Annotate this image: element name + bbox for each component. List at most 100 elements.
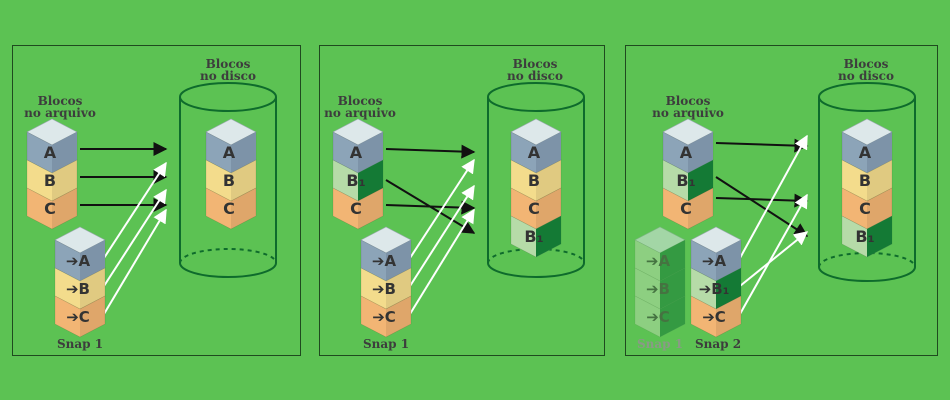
panel-2-snap1-stack-block-1-label: ➔B [372,280,396,298]
panel-2-file-stack-block-2-label: C [350,199,362,218]
panel-3-snap2-stack-block-0-side [716,240,741,281]
panel-1-snap1-stack-block-0-label: ➔A [66,252,91,270]
panel-2-snap1-label: Snap 1 [363,337,409,351]
panel-2-file-stack-block-2-face [332,187,384,230]
panel-1-snap-arrow-c [103,208,167,315]
panel-1-disk-stack-block-1-label: B [223,171,235,190]
panel-1-disk-stack-block-0-side [231,132,256,173]
panel-3-disk-bottom-front [818,266,916,282]
panel-2-file-stack: A B₁ C [332,118,384,230]
panel-2-file-stack-block-2-side [358,188,383,229]
panel-3-snap2-stack-block-2-side [716,296,741,337]
panel-3-file-stack-block-2-side [688,188,713,229]
panel-2-disk-stack-block-0-side [536,132,561,173]
panel-3-snap1-stack-block-2-label: ➔C [646,308,670,326]
panel-3-file-label-line2: no arquivo [652,106,724,120]
panel-3-snap2-stack-block-2-face [690,295,742,338]
panel-1-disk-stack-block-2-label: C [223,199,235,218]
panel-2-file-label-line2: no arquivo [324,106,396,120]
panel-2-file-label-line1: Blocos [338,94,383,108]
panel-2-disk-stack-block-2-label: C [528,199,540,218]
panel-3-arrow-c [715,193,809,208]
panel-3-arrow-b1 [715,176,809,237]
panel-3-snap2-stack-block-2-label: ➔C [702,308,726,326]
panel-2-disk-top-rim [487,82,585,112]
panel-2-file-stack-block-0-label: A [350,143,363,162]
panel-1-disk [179,82,277,278]
panel-2-snap1-stack-block-0-label: ➔A [372,252,397,270]
panel-2-snap1-stack-block-0-side [386,240,411,281]
panel-1-disk-stack-block-2-side [231,188,256,229]
panel-1-snap-arrow-a [103,161,167,259]
panel-2-file-stack-block-1-side [358,160,383,201]
panel-1-snap1-stack-block-1-label: ➔B [66,280,90,298]
panel-3-snap1-stack-block-2-side [660,296,685,337]
panel-2-disk [487,82,585,278]
panel-2-snap1-stack-block-2-face [360,295,412,338]
panel-2-disk-stack: ABC B₁ [510,118,562,258]
panel-1-file-stack-block-2-face [26,187,78,230]
panel-1-file-stack-block-1-label: B [44,171,56,190]
panel-3-snap1-label: Snap 1 [637,337,683,351]
panel-1-file-label-line2: no arquivo [24,106,96,120]
panel-1-snap1-label: Snap 1 [57,337,103,351]
panel-1-disk-top-rim [179,82,277,112]
panel-2-disk-stack-block-3-side [536,216,561,257]
panel-3-snap2-label: Snap 2 [695,337,741,351]
panel-3-disk-stack-block-2-label: C [859,199,871,218]
panel-3-disk-stack-block-0-label: A [859,143,872,162]
panel-2-disk-stack-block-1-side [536,160,561,201]
panel-3-disk-stack-block-1-label: B [859,171,871,190]
panel-1-disk-label-line1: Blocos [206,57,251,71]
panel-2-disk-stack-block-0-label: A [528,143,541,162]
panel-1-snap1-stack-block-2-label: ➔C [66,308,90,326]
panel-3-file-stack-block-0-side [688,132,713,173]
panel-3-disk-stack: ABC B₁ [841,118,893,258]
panel-1-snap1-stack: ➔A ➔B ➔C [54,226,106,338]
panel-3-file-stack-block-1-label: B₁ [676,171,695,190]
panel-3-disk-stack-block-3-side [867,216,892,257]
panel-3-snap1-stack: ➔A➔B➔C [634,226,686,338]
panel-1-snap-arrow-b [103,188,167,287]
panel-2-snap1-stack-block-2-side [386,296,411,337]
panel-3-snap-arrow-c [739,193,808,315]
panel-1-snap1-stack-block-2-side [80,296,105,337]
panel-1-file-label-line1: Blocos [38,94,83,108]
panel-3-snap2-stack-block-1-side [716,268,741,309]
panel-2-disk-bottom-back [487,248,585,264]
panel-1-disk-stack-block-2-face [205,187,257,230]
panel-2-disk-stack-block-1-label: B [528,171,540,190]
panel-3-disk-stack-block-2-side [867,188,892,229]
panel-1-disk-bottom-back [179,248,277,264]
panel-3-disk-stack-block-0-side [867,132,892,173]
panel-3-snap1-stack-block-1-label: ➔B [646,280,670,298]
panel-2-snap-arrow-c [409,208,475,315]
panel-3-snap2-stack-block-0-label: ➔A [702,252,727,270]
panel-2-file-stack-block-1-label: B₁ [346,171,365,190]
panel-3-disk-label-line2: no disco [838,69,894,83]
panel-2-disk-stack-block-2-side [536,188,561,229]
panel-1-file-stack-block-1-side [52,160,77,201]
panel-2-snap1-stack-block-1-side [386,268,411,309]
panel-1-disk-label-line2: no disco [200,69,256,83]
panel-3-disk-stack-block-1-side [867,160,892,201]
panel-3-border [625,45,938,356]
panel-3-file-stack-block-2-face [662,187,714,230]
panel-1-snap1-stack-block-1-side [80,268,105,309]
panel-2-disk-label-line1: Blocos [513,57,558,71]
panel-3-disk-label-line1: Blocos [844,57,889,71]
panel-3-disk-stack-block-3-label: B₁ [855,227,874,246]
panel-1-file-stack-block-0-side [52,132,77,173]
panel-1-disk-stack-block-1-side [231,160,256,201]
panel-3-arrow-a [715,138,809,153]
panel-3-disk [818,82,916,282]
panel-1-file-stack-block-0-label: A [44,143,57,162]
panel-2-disk-stack-block-3-label: B₁ [524,227,543,246]
panel-3-disk-bottom-back [818,252,916,268]
panel-2-snap-arrow-b [409,184,475,287]
panel-3-file-label-line1: Blocos [666,94,711,108]
panel-1-file-stack-block-2-label: C [44,199,56,218]
panel-3-snap2-stack: ➔A➔B₁➔C [690,226,742,338]
panel-2-snap1-stack-block-2-label: ➔C [372,308,396,326]
